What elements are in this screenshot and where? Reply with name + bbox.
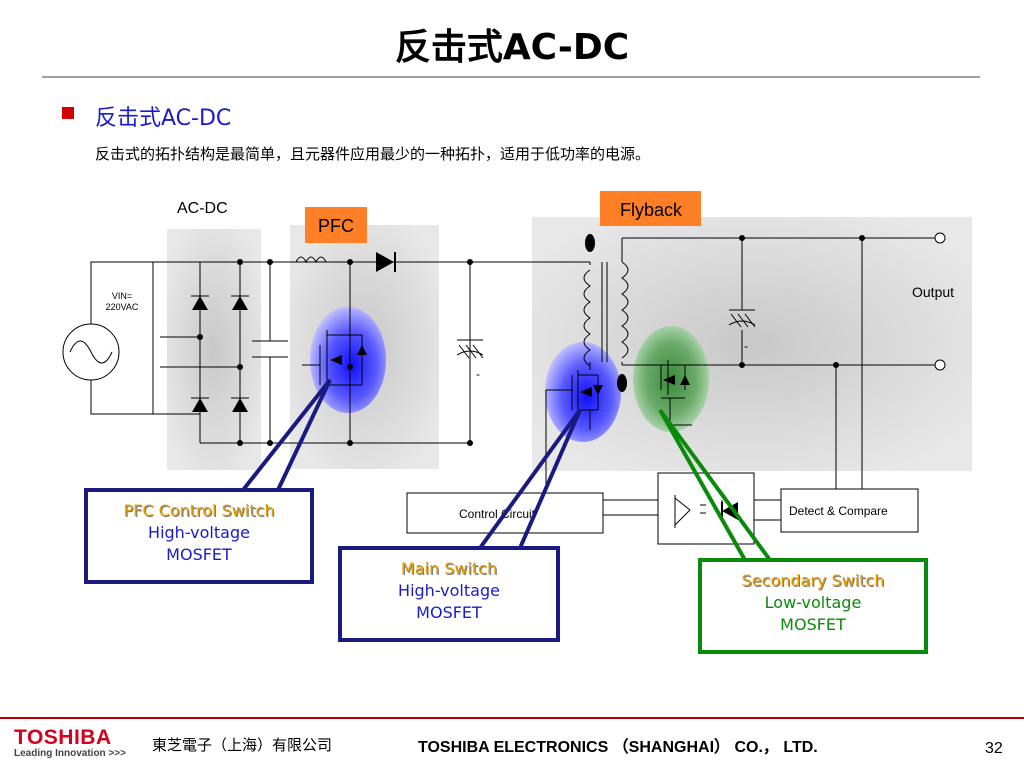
- primary-dot-icon: [585, 234, 595, 252]
- detect-compare-label: Detect & Compare: [789, 504, 888, 518]
- optocoupler-box: [657, 472, 755, 545]
- acdc-label: AC-DC: [177, 200, 228, 217]
- main-switch-callout: Main Switch High-voltage MOSFET: [338, 546, 560, 642]
- callout-line: MOSFET: [416, 603, 482, 622]
- output-label: Output: [912, 284, 954, 300]
- company-name-cn: 東芝電子（上海）有限公司: [152, 736, 333, 754]
- pfc-callout-pointer: [241, 378, 332, 492]
- main-callout-pointer: [478, 408, 582, 550]
- company-name-en: TOSHIBA ELECTRONICS （SHANGHAI） CO.， LTD.: [418, 739, 818, 756]
- logo-tagline: Leading Innovation >>>: [14, 748, 126, 759]
- callout-line: High-voltage: [148, 523, 250, 542]
- pfc-cap-minus: -: [476, 367, 480, 381]
- callout-line: MOSFET: [780, 615, 846, 634]
- secondary-callout-pointer: [658, 408, 772, 562]
- logo-brand: TOSHIBA: [14, 726, 112, 749]
- slide-title: 反击式AC-DC: [394, 27, 630, 68]
- callout-line: Low-voltage: [764, 593, 862, 612]
- callout-title: Main Switch: [400, 559, 498, 578]
- bullet-heading: 反击式AC-DC: [95, 106, 232, 131]
- page-number: 32: [985, 740, 1003, 757]
- callout-line: MOSFET: [166, 545, 232, 564]
- title-divider: [42, 76, 980, 78]
- flyback-label: Flyback: [620, 200, 683, 220]
- callout-title: PFC Control Switch: [123, 501, 275, 520]
- pfc-label: PFC: [318, 216, 354, 236]
- control-circuit-label: Control Circuit: [459, 507, 536, 521]
- bullet-square-icon: [62, 107, 74, 119]
- footer-divider: [0, 717, 1024, 719]
- vin-label-2: 220VAC: [106, 302, 139, 312]
- callout-title: Secondary Switch: [741, 571, 885, 590]
- secondary-switch-callout: Secondary Switch Low-voltage MOSFET: [698, 558, 928, 654]
- detect-compare-box: [780, 488, 919, 533]
- output-terminal-bottom: [934, 359, 946, 371]
- vin-label-1: VIN=: [112, 291, 132, 301]
- output-terminal-top: [934, 232, 946, 244]
- pfc-switch-callout: PFC Control Switch High-voltage MOSFET: [84, 488, 314, 584]
- toshiba-logo: TOSHIBA Leading Innovation >>>: [14, 726, 144, 759]
- acdc-region: [167, 229, 261, 470]
- flyback-label-box: [600, 191, 701, 226]
- description-text: 反击式的拓扑结构是最简单，且元器件应用最少的一种拓扑，适用于低功率的电源。: [95, 145, 651, 163]
- secondary-dot-icon: [617, 374, 627, 392]
- pfc-label-box: [305, 207, 367, 243]
- callout-line: High-voltage: [398, 581, 500, 600]
- output-cap-minus: -: [744, 339, 748, 353]
